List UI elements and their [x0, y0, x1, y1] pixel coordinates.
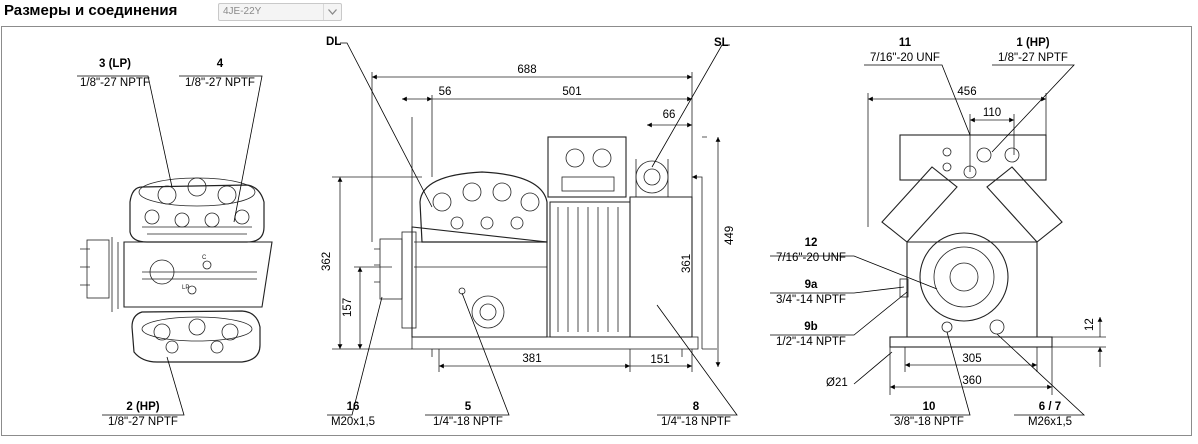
conn-9b-number: 9b: [804, 321, 818, 333]
dimension-drawing: C LP: [1, 26, 1192, 436]
conn-1-thread: 1/8"-27 NPTF: [998, 52, 1068, 64]
conn-12-thread: 7/16"-20 UNF: [776, 252, 846, 264]
chevron-down-icon[interactable]: [323, 4, 341, 20]
dl-label: DL: [326, 36, 342, 48]
conn-9a-number: 9a: [804, 279, 818, 291]
front-view-drawing: C LP: [77, 75, 273, 416]
conn-6-7-thread: M26x1,5: [1027, 416, 1073, 428]
svg-text:LP: LP: [182, 285, 189, 291]
dim-360: 360: [962, 375, 982, 387]
conn-9b-thread: 1/2"-14 NPTF: [776, 336, 846, 348]
side-view-drawing: [327, 42, 738, 416]
conn-3-number: 3 (LP): [99, 58, 131, 70]
conn-5-number: 5: [464, 401, 472, 413]
dim-12: 12: [1084, 318, 1096, 331]
dim-56: 56: [438, 86, 452, 98]
conn-2-number: 2 (HP): [126, 401, 160, 413]
conn-8-thread: 1/4"-18 NPTF: [661, 416, 731, 428]
drawing-graphics: C LP: [77, 42, 1106, 416]
conn-16-number: 16: [346, 401, 360, 413]
dia-21: Ø21: [826, 377, 848, 389]
sl-label: SL: [714, 37, 729, 49]
conn-1-number: 1 (HP): [1016, 37, 1050, 49]
conn-3-thread: 1/8"-27 NPTF: [80, 77, 150, 89]
dim-456: 456: [957, 86, 977, 98]
conn-16-thread: M20x1,5: [330, 416, 376, 428]
svg-text:C: C: [202, 255, 207, 261]
dim-151: 151: [650, 354, 670, 366]
dim-449: 449: [724, 225, 736, 245]
page-title: Размеры и соединения: [4, 2, 178, 19]
conn-8-number: 8: [692, 401, 700, 413]
model-select[interactable]: 4JE-22Y: [218, 3, 342, 21]
dim-501: 501: [562, 86, 582, 98]
dim-157: 157: [342, 297, 354, 317]
conn-5-thread: 1/4"-18 NPTF: [433, 416, 503, 428]
header-bar: Размеры и соединения 4JE-22Y: [0, 0, 1198, 26]
dim-66: 66: [662, 109, 676, 121]
end-view-drawing: [770, 64, 1106, 416]
conn-4-number: 4: [216, 58, 224, 70]
conn-2-thread: 1/8"-27 NPTF: [108, 416, 178, 428]
conn-9a-thread: 3/4"-14 NPTF: [776, 294, 846, 306]
conn-11-number: 11: [898, 37, 912, 49]
model-select-value: 4JE-22Y: [223, 6, 262, 17]
conn-10-number: 10: [922, 401, 936, 413]
conn-4-thread: 1/8"-27 NPTF: [185, 77, 255, 89]
conn-11-thread: 7/16"-20 UNF: [870, 52, 940, 64]
dim-362: 362: [321, 251, 333, 271]
conn-6-7-number: 6 / 7: [1038, 401, 1062, 413]
dim-361: 361: [681, 253, 693, 273]
conn-12-number: 12: [804, 237, 818, 249]
dim-110: 110: [982, 107, 1002, 119]
dim-305: 305: [962, 353, 982, 365]
conn-10-thread: 3/8"-18 NPTF: [894, 416, 964, 428]
dim-381: 381: [522, 353, 542, 365]
dim-688: 688: [517, 64, 537, 76]
